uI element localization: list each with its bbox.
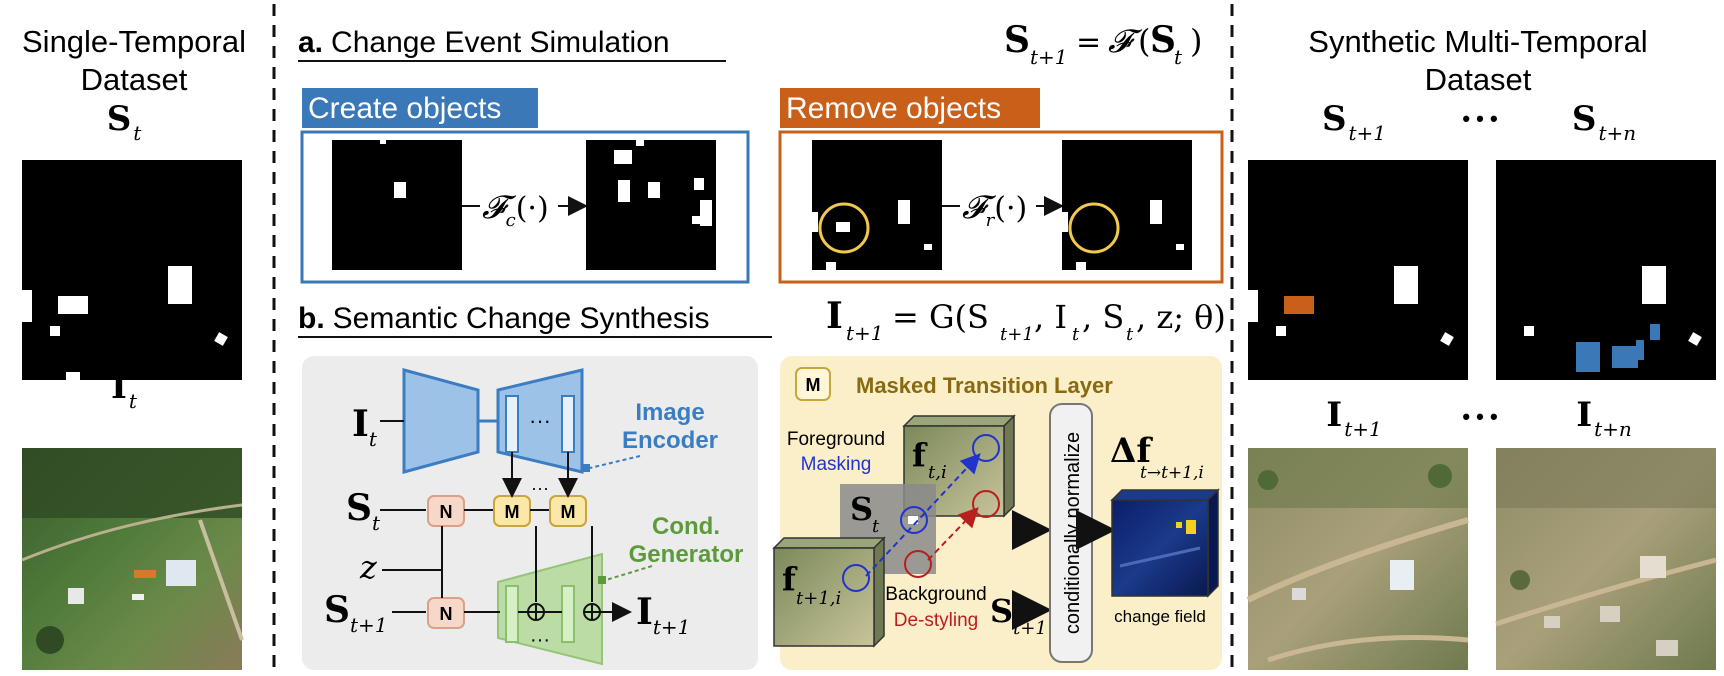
mtl-panel: M Masked Transition Layer Foreground Mas… <box>772 356 1222 670</box>
section-a-formula: S t+1 = 𝓕 ( S t ) <box>1004 19 1202 69</box>
section-b-heading: b.Semantic Change Synthesis <box>298 302 710 335</box>
svg-text:t+1: t+1 <box>1030 45 1068 69</box>
left-satellite-image <box>21 448 244 670</box>
normalize-label: conditionally normalize <box>1062 432 1084 634</box>
remove-operator: 𝓕r(·) <box>962 188 1027 231</box>
masked-label-2: M <box>561 502 576 522</box>
svg-text:t+1,i: t+1,i <box>796 588 841 609</box>
generator-panel: ··· Image Encoder Cond. Generator It St … <box>302 356 758 670</box>
gen-input-image: It <box>352 403 378 451</box>
svg-text:S: S <box>1004 19 1030 61</box>
right-mask-ellipsis: • • • <box>1462 106 1497 131</box>
svg-text:t+1: t+1 <box>1000 324 1034 345</box>
svg-text:, z; θ): , z; θ) <box>1136 298 1226 336</box>
bg-label-line1: Background <box>885 584 986 605</box>
svg-text:t: t <box>1126 324 1134 345</box>
section-a-heading: a.Change Event Simulation <box>298 26 670 59</box>
svg-text:t: t <box>1174 45 1183 69</box>
svg-text:f: f <box>782 560 798 598</box>
right-title-line1: Synthetic Multi-Temporal <box>1308 24 1647 59</box>
svg-text:S: S <box>1150 19 1176 61</box>
create-operator: 𝓕c(·) <box>482 188 549 231</box>
gen-output-image: It+1 <box>636 591 690 639</box>
gen-input-mask: St <box>346 487 381 535</box>
svg-text:t+1: t+1 <box>846 321 884 345</box>
svg-text:t: t <box>872 516 880 537</box>
right-title-line2: Dataset <box>1425 62 1532 97</box>
left-title-line2: Dataset <box>81 62 188 97</box>
svg-text:(: ( <box>1138 22 1150 60</box>
delta-sub: t→t+1,i <box>1140 463 1204 483</box>
svg-text:S: S <box>850 490 873 528</box>
mtl-title: Masked Transition Layer <box>856 373 1113 398</box>
svg-text:, S: , S <box>1082 298 1124 336</box>
svg-text:=: = <box>1076 25 1101 60</box>
gen-input-next-mask: St+1 <box>324 589 388 637</box>
generator-trapezoid <box>497 552 603 666</box>
encoder-left-trapezoid <box>402 368 480 474</box>
svg-text:, I: , I <box>1034 298 1067 336</box>
change-field-label: change field <box>1114 607 1206 626</box>
cond-label-line1: Cond. <box>652 513 720 540</box>
svg-text:): ) <box>1190 22 1202 60</box>
masked-label-1: M <box>505 502 520 522</box>
right-satellite-b <box>1495 448 1717 670</box>
right-image-ellipsis: • • • <box>1462 404 1497 429</box>
mtl-badge <box>795 367 831 401</box>
masked-dots: ··· <box>531 478 549 498</box>
cond-label-line2: Generator <box>629 541 744 568</box>
mtl-badge-label: M <box>806 375 821 395</box>
norm-label-top: N <box>440 502 453 522</box>
encoder-dots: ··· <box>529 408 551 433</box>
svg-text:f: f <box>912 436 928 474</box>
norm-label-bottom: N <box>440 604 453 624</box>
fg-label-line2: Masking <box>801 454 872 475</box>
right-mask-b <box>1496 160 1716 380</box>
svg-text:t: t <box>1072 324 1080 345</box>
svg-text:t,i: t,i <box>928 462 947 483</box>
create-objects-title: Create objects <box>308 92 501 125</box>
change-field-cube <box>1110 488 1220 598</box>
gen-input-noise: z <box>359 548 378 586</box>
feature-cube-t1: f t+1,i <box>772 536 886 648</box>
right-satellite-a <box>1246 448 1469 670</box>
svg-text:= G(S: = G(S <box>892 298 989 336</box>
section-b-formula: I t+1 = G(S t+1 , I t , S t , z; θ) <box>826 295 1226 345</box>
encoder-label-line2: Encoder <box>622 427 718 454</box>
left-mask-image <box>22 160 242 380</box>
right-mask-a <box>1248 160 1468 380</box>
delta-label: Δf <box>1110 431 1153 471</box>
svg-text:I: I <box>826 295 843 337</box>
generator-dots: ··· <box>530 629 550 651</box>
remove-objects-panel: Remove objects 𝓕r(·) <box>778 88 1224 284</box>
create-objects-panel: Create objects 𝓕c(·) <box>300 88 750 284</box>
bg-label-line2: De-styling <box>894 610 978 631</box>
remove-objects-title: Remove objects <box>786 92 1001 125</box>
left-title-line1: Single-Temporal <box>22 24 246 59</box>
encoder-label-line1: Image <box>635 399 704 426</box>
fg-label-line1: Foreground <box>787 429 885 450</box>
